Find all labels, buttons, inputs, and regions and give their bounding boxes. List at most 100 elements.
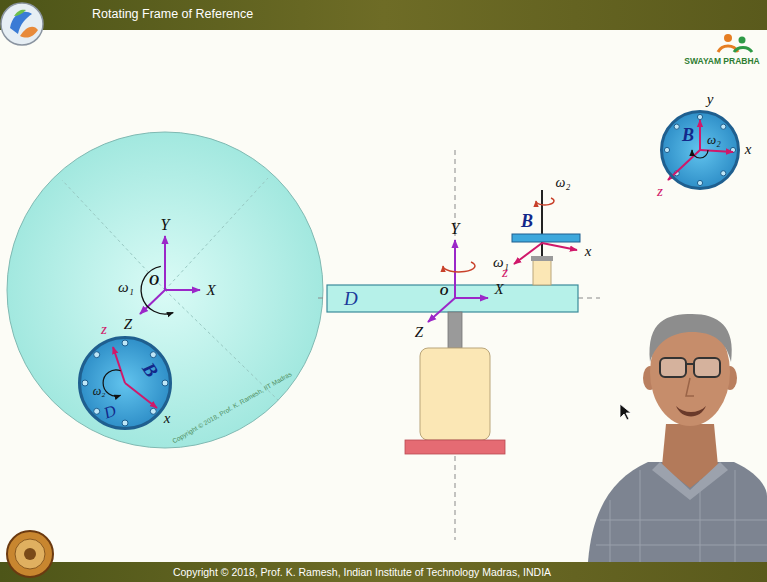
axis-label: y [707, 91, 714, 108]
swayam-icon [718, 34, 752, 52]
logo-shape [20, 27, 38, 38]
slide-title: Rotating Frame of Reference [92, 7, 253, 21]
center-line [578, 298, 600, 299]
presenter [588, 314, 767, 562]
disk-b-inset-fill [662, 112, 739, 189]
axis-arrow [428, 298, 455, 322]
hair [650, 314, 732, 362]
logo-inner [15, 539, 45, 569]
axis-label: X [494, 280, 503, 297]
origin-label: O [440, 285, 449, 299]
disk-b-fill [80, 338, 171, 429]
bolt-hole [94, 352, 100, 358]
icon-head [724, 34, 732, 42]
axis-arrow [700, 150, 733, 152]
disk-letter: B [682, 125, 694, 146]
disk-b-inset: B [660, 110, 740, 190]
nose [686, 378, 694, 396]
bolt-hole [122, 420, 128, 426]
disk-b-top-view: BD [78, 336, 172, 430]
logo-ring [7, 531, 53, 577]
origin-label: O [149, 273, 159, 289]
axis-arrow [164, 236, 166, 290]
logo-center [24, 548, 36, 560]
disk-outline [78, 336, 172, 430]
motor-shaft [448, 312, 462, 348]
axis-arrow [125, 383, 157, 408]
copyright-footer: Copyright © 2018, Prof. K. Ramesh, India… [173, 566, 551, 578]
glasses-bridge [686, 363, 694, 365]
footer-bar [0, 562, 767, 582]
axis-label: Y [161, 216, 170, 234]
disk-d-side-view: D [327, 285, 578, 312]
dashed-line [62, 180, 165, 290]
axis-label: x [164, 410, 171, 427]
mouse-cursor [620, 404, 631, 420]
axis-label: z [101, 321, 107, 338]
logo-text: SWAYAM PRABHA [684, 57, 759, 67]
lecture-logo [1, 3, 43, 45]
bolt-hole [162, 380, 168, 386]
bolt-holes [664, 114, 735, 185]
rotation-arc [536, 198, 554, 205]
iit-logo [7, 531, 53, 577]
axes-side [428, 240, 488, 322]
bolt-hole [664, 147, 669, 152]
angular-velocity: ω₁ [118, 279, 134, 296]
rotation-arc [141, 266, 173, 314]
bolt-hole [82, 380, 88, 386]
axis-label: Z [124, 316, 132, 333]
bolt-hole [697, 180, 702, 185]
dashed-line [165, 290, 278, 400]
motor-body [420, 348, 490, 440]
rotation-arc [443, 262, 475, 272]
axis-arrow [165, 289, 200, 291]
title-bar [0, 0, 767, 30]
collar [652, 462, 728, 500]
axes-oxyz [140, 236, 200, 314]
axis-arrow [113, 347, 125, 383]
axis-arrow [514, 243, 542, 264]
icon-body [734, 48, 752, 53]
disk-letter: D [101, 401, 118, 422]
bolt-hole [674, 124, 679, 129]
glasses [660, 358, 686, 377]
axis-label: Z [415, 323, 423, 340]
axis-arrow [455, 297, 488, 299]
logo-ring [1, 3, 43, 45]
axis-label: x [585, 242, 592, 259]
bolt-holes [82, 340, 168, 426]
disk-letter: D [344, 288, 358, 310]
axes-b-side [514, 243, 577, 264]
bolt-hole [122, 340, 128, 346]
center-line [318, 298, 327, 299]
axis-arrow [542, 243, 577, 250]
angular-velocity: ω₂ [707, 133, 721, 148]
disk-b-side [512, 234, 580, 242]
disk-d-side-fill [327, 285, 578, 312]
rotation-arc [692, 150, 708, 158]
angular-velocity: ω₂ [93, 384, 106, 398]
mouth [676, 406, 706, 417]
axis-arrow [699, 120, 701, 150]
axis-label: X [206, 281, 215, 298]
icon-head [739, 37, 746, 44]
shaft [541, 190, 543, 256]
axis-arrow [454, 240, 456, 298]
small-motor-cap [531, 256, 553, 261]
glasses [694, 358, 720, 377]
watermark: Copyright © 2018, Prof. K. Ramesh, IIT M… [171, 370, 293, 445]
axis-label: Y [451, 220, 460, 238]
axes-b-inset [668, 120, 733, 180]
angular-velocity: ω₂ [556, 175, 571, 191]
disk-outline [660, 110, 740, 190]
bolt-hole [150, 408, 156, 414]
disk-rim [80, 338, 171, 429]
disk-letter: B [137, 359, 162, 382]
angular-velocity: ω₁ [493, 253, 509, 270]
